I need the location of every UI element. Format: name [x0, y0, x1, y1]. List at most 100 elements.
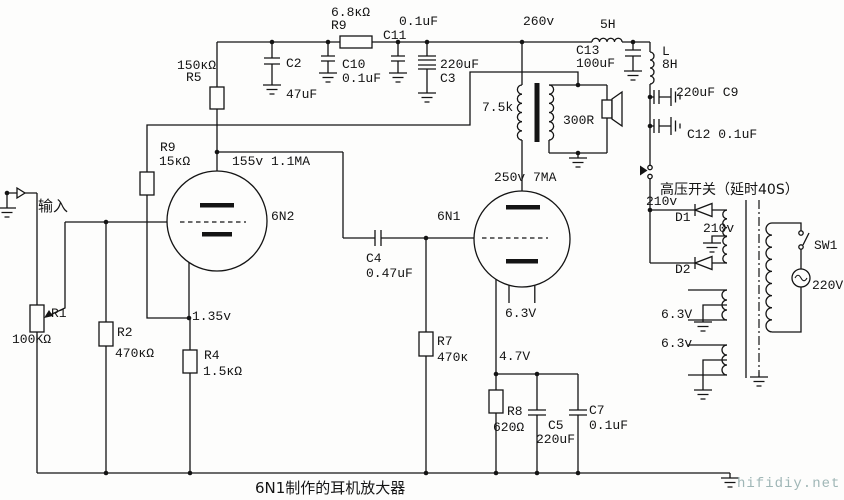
- c7-value-label: 0.1uF: [589, 418, 628, 433]
- c11-value-label: 0.1uF: [399, 14, 438, 29]
- cap-c7: [569, 409, 587, 416]
- ground-icon: [693, 316, 713, 332]
- c7-name-label: C7: [589, 403, 605, 418]
- diode-d1-triangle: [693, 202, 713, 218]
- resistor-r8: [488, 389, 504, 414]
- c2-value-label: 47uF: [286, 87, 317, 102]
- ground-icon: [318, 67, 338, 83]
- ground-icon: [623, 65, 643, 81]
- tube-6n2: [166, 170, 268, 272]
- input-label: 输入: [38, 197, 68, 215]
- tube-6n1: [473, 190, 571, 288]
- r7-value-label: 470κ: [437, 350, 468, 365]
- v210-centertap-label: 210v: [703, 221, 734, 236]
- headphone-speaker: [601, 90, 623, 128]
- ground-icon: [702, 237, 722, 253]
- opt-secondary-coil: [548, 84, 555, 141]
- junction-dots: [4, 39, 653, 476]
- ac-source-220v: [791, 268, 811, 288]
- opt-primary-coil: [516, 84, 523, 141]
- sw1-lever: [802, 232, 810, 246]
- sw1-contact-top: [798, 230, 804, 236]
- heater-winding2-coil: [721, 344, 728, 376]
- d1-label: D1: [675, 210, 691, 225]
- diode-d2-triangle: [693, 255, 713, 271]
- cap-c2: [264, 57, 280, 65]
- c3-value-label: 220uF: [440, 57, 479, 72]
- hv-winding-coil: [722, 209, 728, 264]
- c4-value-label: 0.47uF: [366, 266, 413, 281]
- cathode1-voltage-label: 1.35v: [192, 309, 231, 324]
- plate2-voltage-label: 250v 7MA: [494, 170, 557, 185]
- ground-icon: [0, 202, 17, 218]
- wires: [6, 41, 802, 474]
- choke-8h-value-label: 8H: [662, 57, 678, 72]
- cap-c4: [374, 230, 382, 246]
- r5-value-label: 150κΩ: [177, 58, 216, 73]
- speaker-body: [601, 99, 613, 119]
- sine-icon: [794, 274, 808, 282]
- r8-name-label: R8: [507, 404, 523, 419]
- r7-name-label: R7: [437, 334, 453, 349]
- choke-8h-coil: [649, 51, 655, 85]
- capacitors: [264, 49, 660, 416]
- c10-value-label: 0.1uF: [342, 71, 381, 86]
- schematic-caption: 6N1制作的耳机放大器: [255, 479, 405, 497]
- choke-8h-name-label: L: [662, 44, 670, 59]
- c11-name-label: C11: [383, 28, 407, 43]
- tube2-label: 6N1: [437, 209, 461, 224]
- c5-name-label: C5: [548, 418, 564, 433]
- watermark: hifidiy.net: [737, 476, 840, 492]
- r1-value-label: 100KΩ: [12, 332, 51, 347]
- labels: 150κΩ R5 R9 15κΩ 6.8κΩ R9 0.1uF C11 C2 4…: [12, 5, 843, 497]
- tube1-plate: [200, 203, 234, 208]
- rectifier-diodes: [693, 202, 713, 271]
- hv-switch-contact-top: [647, 164, 653, 171]
- resistor-r4: [182, 349, 198, 374]
- d2-label: D2: [675, 262, 691, 277]
- ground-icon: [665, 116, 681, 136]
- c13-value-label: 100uF: [576, 56, 615, 71]
- r2-value-label: 470κΩ: [115, 346, 154, 361]
- sw1-contact-bottom: [798, 244, 804, 250]
- heater-winding2-label: 6.3v: [661, 336, 692, 351]
- cap-c5: [528, 409, 546, 416]
- tube2-cathode: [506, 259, 538, 264]
- r1-name-label: R1: [51, 306, 67, 321]
- opt-primary-impedance-label: 7.5k: [482, 100, 513, 115]
- r4-name-label: R4: [204, 348, 220, 363]
- r4-value-label: 1.5κΩ: [203, 364, 242, 379]
- c4-name-label: C4: [366, 251, 382, 266]
- tube1-envelope: [166, 170, 268, 272]
- ground-icon: [693, 384, 713, 400]
- tube1-label: 6N2: [271, 209, 294, 224]
- cap-c10: [321, 55, 335, 62]
- cathode2-voltage-label: 4.7V: [499, 349, 530, 364]
- resistor-r7: [418, 331, 434, 357]
- c13-name-label: C13: [576, 43, 599, 58]
- opt-core: [534, 83, 540, 142]
- ground-icon: [417, 87, 437, 103]
- r8-value-label: 620Ω: [493, 420, 524, 435]
- c2-name-label: C2: [286, 56, 302, 71]
- c9-label: 220uF C9: [676, 85, 738, 100]
- choke-5h-label: 5H: [600, 17, 616, 32]
- choke-5h-coil: [591, 37, 623, 43]
- plate1-voltage-label: 155v 1.1MA: [232, 154, 310, 169]
- resistor-r9-feedback: [139, 171, 155, 196]
- hv-switch-contact-bottom: [647, 173, 653, 180]
- hv-delay-switch: [640, 164, 653, 180]
- c12-label: C12 0.1uF: [687, 127, 757, 142]
- tube2-plate: [506, 205, 540, 210]
- hv-switch-label: 高压开关（延时40S）: [660, 181, 799, 198]
- hv-switch-lever-icon: [640, 165, 648, 176]
- mains-switch-sw1: [798, 230, 810, 250]
- cap-c13: [625, 49, 641, 57]
- heater-winding1-label: 6.3V: [661, 307, 692, 322]
- resistor-r2: [98, 321, 114, 347]
- cap-c11: [391, 55, 405, 62]
- r9-dropper-name-label: R9: [331, 18, 347, 33]
- r9-dropper-value-label: 6.8κΩ: [331, 5, 370, 20]
- load-impedance-label: 300R: [563, 113, 594, 128]
